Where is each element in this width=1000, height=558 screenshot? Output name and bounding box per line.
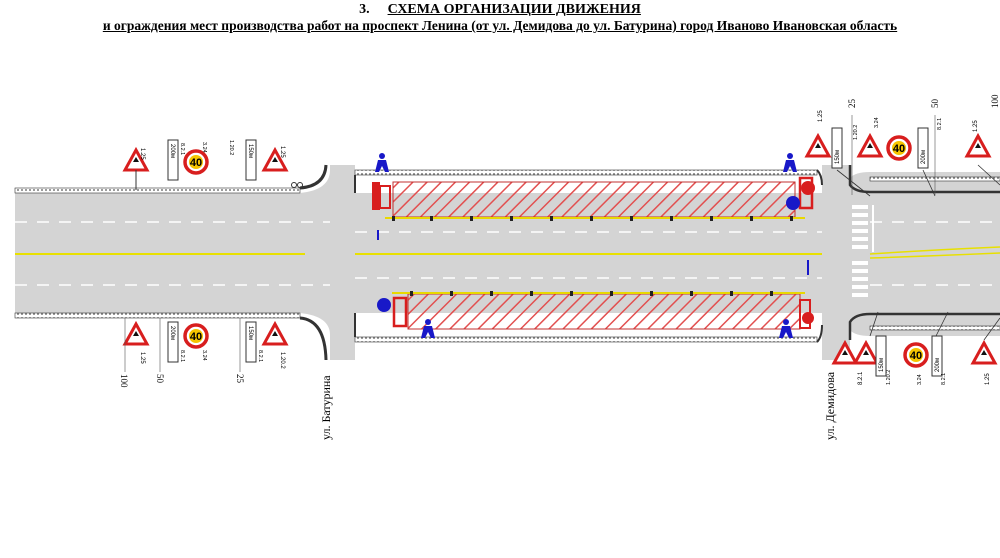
work-zone-top <box>392 181 796 218</box>
svg-text:100: 100 <box>119 374 129 388</box>
svg-text:150м: 150м <box>835 150 841 164</box>
svg-text:200м: 200м <box>169 144 175 158</box>
svg-text:3.24: 3.24 <box>201 142 207 153</box>
keep-right-icon <box>377 298 391 312</box>
crosswalk <box>852 205 868 297</box>
svg-text:50: 50 <box>155 374 165 384</box>
sign-group-right-top: 1.25 150м 1.20.2 3.24 40 200м 8.2.1 1.25 <box>804 110 992 169</box>
svg-text:25: 25 <box>847 99 857 109</box>
svg-text:40: 40 <box>893 143 905 155</box>
svg-text:40: 40 <box>910 350 922 362</box>
title-block: 3. СХЕМА ОРГАНИЗАЦИИ ДВИЖЕНИЯ и ограждени… <box>0 2 1000 34</box>
svg-text:150м: 150м <box>247 326 253 340</box>
street-label-baturina: ул. Батурина <box>319 375 333 440</box>
svg-text:8.2.1: 8.2.1 <box>937 118 943 130</box>
svg-text:1.25: 1.25 <box>139 352 145 364</box>
svg-text:150м: 150м <box>879 358 885 372</box>
scheme-number: 3. <box>359 2 370 17</box>
demidova-road <box>822 165 850 360</box>
end-barriers <box>372 176 815 329</box>
svg-text:1.25: 1.25 <box>818 110 824 122</box>
distance-marks-top-right: 25 50 100 <box>847 94 1000 195</box>
worker-icon <box>783 153 797 172</box>
svg-text:1.20.2: 1.20.2 <box>228 140 234 155</box>
svg-text:200м: 200м <box>921 150 927 164</box>
svg-text:1.20.2: 1.20.2 <box>853 125 859 140</box>
curb-bottom-middle <box>354 336 818 343</box>
scheme-title: 3. СХЕМА ОРГАНИЗАЦИИ ДВИЖЕНИЯ <box>0 2 1000 18</box>
sign-group-left-top: 1.25 200м 8.2.1 40 3.24 150м 1.20.2 1.25 <box>122 139 289 190</box>
svg-text:8.2.1: 8.2.1 <box>179 143 185 155</box>
svg-text:1.25: 1.25 <box>139 148 145 160</box>
keep-right-icon <box>786 196 800 210</box>
distance-marks-bottom-left: 100 50 25 <box>119 318 245 388</box>
worker-icon <box>421 319 435 338</box>
svg-text:200м: 200м <box>169 326 175 340</box>
street-label-demidova: ул. Демидова <box>823 371 837 440</box>
worker-icon <box>375 153 389 172</box>
svg-text:1.25: 1.25 <box>279 146 285 158</box>
svg-text:1.20.2: 1.20.2 <box>886 370 892 385</box>
scheme-subtitle: и ограждения мест производства работ на … <box>102 18 898 33</box>
svg-text:40: 40 <box>190 157 202 169</box>
sign-group-left-bottom: 1.25 200м 8.2.1 40 3.24 150м 8.2.1 1.20.… <box>122 320 289 369</box>
curb-bottom-left <box>14 312 301 319</box>
worker-icon <box>779 319 793 338</box>
svg-text:40: 40 <box>190 331 202 343</box>
svg-text:150м: 150м <box>247 144 253 158</box>
svg-text:8.2.1: 8.2.1 <box>179 350 185 362</box>
work-zone-bottom <box>407 293 801 330</box>
svg-text:1.25: 1.25 <box>973 120 979 132</box>
curb-top-left <box>14 187 301 194</box>
svg-text:3.24: 3.24 <box>917 374 923 385</box>
svg-text:1.25: 1.25 <box>985 373 991 385</box>
svg-text:50: 50 <box>930 99 940 109</box>
svg-text:25: 25 <box>235 374 245 384</box>
svg-text:200м: 200м <box>935 358 941 372</box>
sign-group-right-bottom: 8.2.1 1.20.2 150м 40 3.24 200м 8.2.1 1.2… <box>831 335 998 385</box>
svg-text:8.2.1: 8.2.1 <box>257 350 263 362</box>
svg-text:8.2.1: 8.2.1 <box>858 371 864 385</box>
svg-text:3.24: 3.24 <box>874 117 880 128</box>
baturina-road <box>330 165 355 360</box>
svg-text:1.20.2: 1.20.2 <box>279 352 285 369</box>
svg-text:100: 100 <box>990 94 1000 108</box>
curb-top-middle <box>354 169 818 176</box>
scheme-title-text: СХЕМА ОРГАНИЗАЦИИ ДВИЖЕНИЯ <box>387 2 641 17</box>
svg-text:3.24: 3.24 <box>201 350 207 361</box>
svg-text:8.2.1: 8.2.1 <box>941 373 947 385</box>
